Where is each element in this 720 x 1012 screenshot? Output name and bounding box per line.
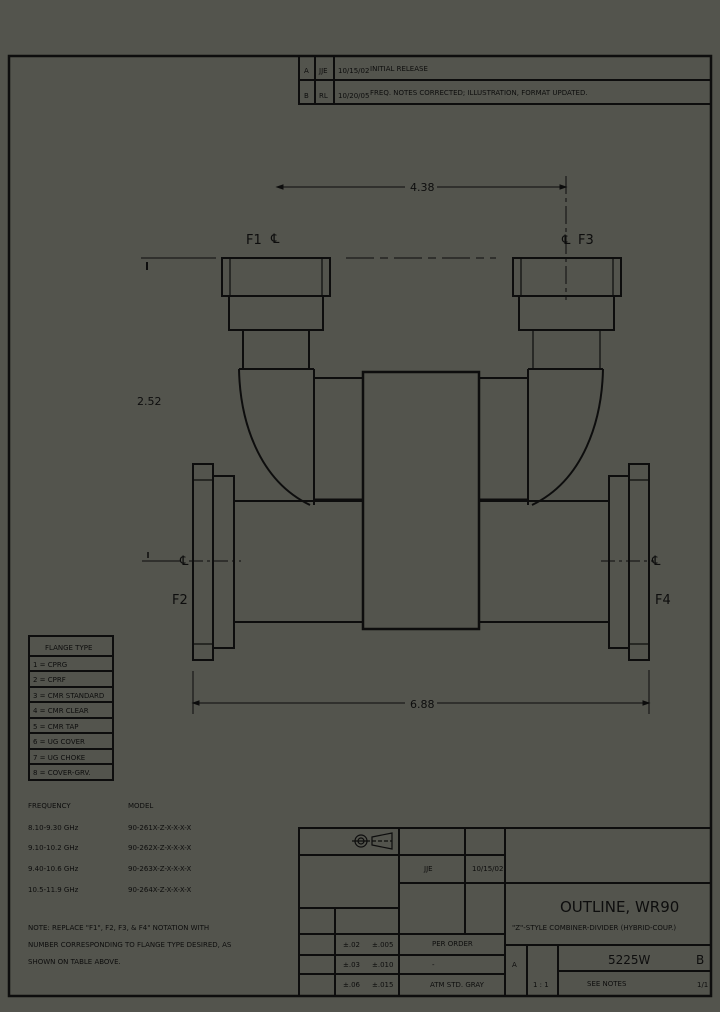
port-f1-flange [221,257,331,369]
tolerance-value: ±.06 [343,981,361,989]
flange-table-row: 7 = UG CHOKE [33,754,85,762]
top-reference-line [141,257,496,270]
centerline-symbol: ℄ [651,554,661,569]
frequency-cell: 9.10-10.2 GHz [28,844,79,852]
centerline-symbol: ℄ [561,233,571,248]
rev-date: 10/20/05 [338,92,369,100]
port-f4-label: F4 [655,593,671,608]
drawn-date: 10/15/02 [472,865,503,873]
sheet-number: 1/1 [697,981,708,989]
note-line: NUMBER CORRESPONDING TO FLANGE TYPE DESI… [28,941,232,949]
rev-letter: B [304,92,309,100]
model-cell: 90-264X-Z-X-X-X-X [128,886,191,894]
tolerance-value: ±.03 [343,961,360,969]
note-line: SHOWN ON TABLE ABOVE. [28,958,121,966]
port-f4-flange [608,463,650,661]
flange-table-row: 5 = CMR TAP [33,723,79,731]
flange-table-row: 1 = CPRG [33,661,67,669]
tolerance-value: ±.010 [372,961,393,969]
dimension-top [275,176,568,300]
frequency-cell: 9.40-10.6 GHz [28,865,79,873]
finish-value: - [432,961,435,969]
flange-table-row: 2 = CPRF [33,676,66,684]
drawing-title: OUTLINE, WR90 [560,898,679,916]
tolerance-value: ±.005 [372,941,393,949]
rev-description: FREQ. NOTES CORRECTED; ILLUSTRATION, FOR… [370,89,588,97]
flange-table-row: 8 = COVER-GRV. [33,769,91,777]
drawing-number: 5225W [608,953,651,967]
left-elbow [238,368,363,506]
rev-description: INITIAL RELEASE [370,65,428,73]
drawn-by: JJE [423,865,433,873]
flange-table-row: 3 = CMR STANDARD [33,692,104,700]
port-f2-flange [192,463,235,661]
dimension-bottom [191,670,651,714]
drawing-scale: 1 : 1 [533,981,549,989]
note-line: NOTE: REPLACE "F1", F2, F3, & F4" NOTATI… [28,924,209,932]
color-value: ATM STD. GRAY [430,981,485,989]
model-cell: 90-262X-Z-X-X-X-X [128,844,191,852]
model-header: MODEL [128,802,153,810]
port-f2-label: F2 [172,593,188,608]
port-f3-label: F3 [578,233,594,248]
frequency-cell: 10.5-11.9 GHz [28,886,79,894]
model-table: FREQUENCY MODEL 8.10-9.30 GHz 90-261X-Z-… [28,802,191,894]
port-f3-flange [512,257,622,369]
rev-by: JJE [318,67,328,75]
dimension-bottom-label: 6.88 [410,698,435,711]
model-cell: 90-261X-Z-X-X-X-X [128,824,191,832]
tolerance-value: ±.02 [343,941,360,949]
revision-row: A JJE 10/15/02 INITIAL RELEASE [304,65,428,75]
drawing-revision: B [696,953,704,967]
centerline-symbol: ℄ [179,554,189,569]
main-waveguide [234,500,609,623]
title-block [298,827,712,997]
flange-table-row: 6 = UG COVER [33,738,85,746]
rev-by: RL [319,92,328,100]
left-centerline [142,552,241,562]
sheet-size: A [512,961,517,969]
revision-row: B RL 10/20/05 FREQ. NOTES CORRECTED; ILL… [304,89,588,100]
dimension-top-label: 4.38 [410,181,435,194]
rev-date: 10/15/02 [338,67,369,75]
dimension-height-label: 2.52 [137,395,162,408]
coupler-body [361,370,481,631]
revision-block [298,55,712,105]
material-value: PER ORDER [432,940,473,948]
flange-table-header: FLANGE TYPE [45,644,92,652]
centerline-symbol: ℄ [270,232,280,247]
note-block: NOTE: REPLACE "F1", F2, F3, & F4" NOTATI… [28,924,232,966]
tolerance-value: ±.015 [372,981,393,989]
flange-table-row: 4 = CMR CLEAR [33,707,89,715]
drawing-weight: SEE NOTES [587,980,627,988]
third-angle-projection-icon [352,832,393,850]
flange-type-table [28,635,114,781]
port-f1-label: F1 [246,233,262,248]
right-elbow [479,368,604,506]
frequency-cell: 8.10-9.30 GHz [28,824,79,832]
model-cell: 90-263X-Z-X-X-X-X [128,865,191,873]
rev-letter: A [304,67,309,75]
frequency-header: FREQUENCY [28,802,71,810]
drawing-subtitle: "Z"-STYLE COMBINER-DIVIDER (HYBRID-COUP.… [512,924,676,932]
